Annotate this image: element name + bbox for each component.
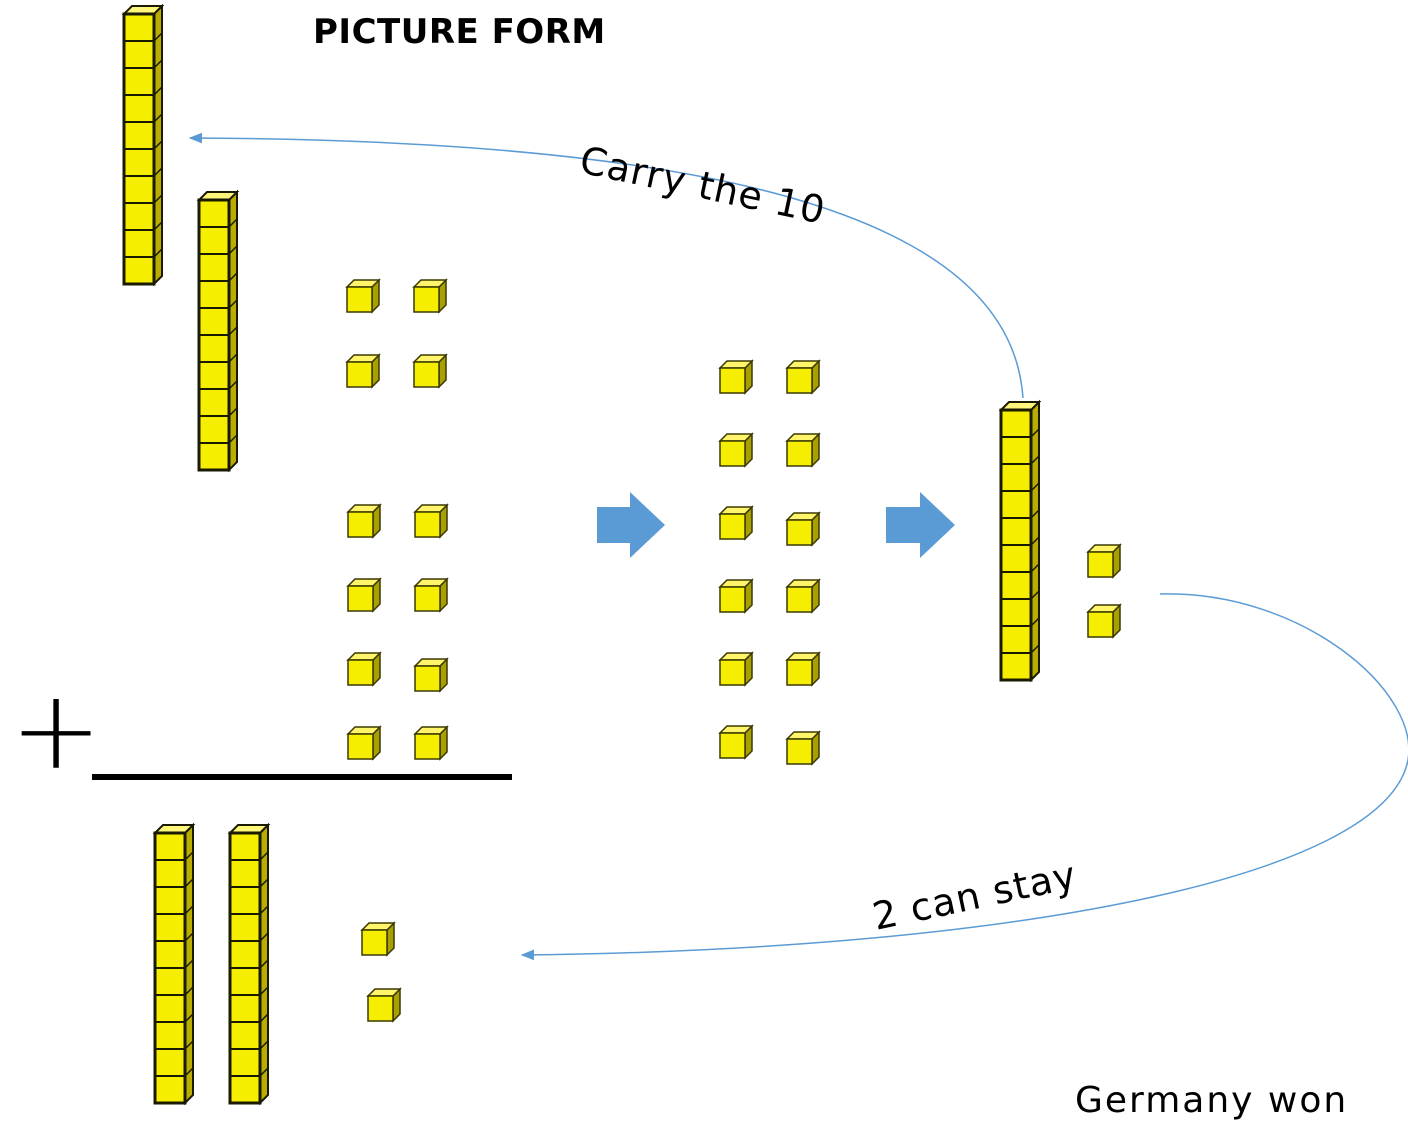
unit-cube-addend-bottom	[413, 725, 449, 761]
unit-cube-combined	[785, 359, 821, 395]
ten-rod-addend-top	[121, 3, 165, 287]
unit-cube-combined	[785, 432, 821, 468]
unit-cube-combined	[718, 724, 754, 760]
page-title: PICTURE FORM	[313, 12, 606, 52]
unit-cube-addend-bottom	[346, 503, 382, 539]
stay-arrow	[520, 593, 1408, 961]
unit-cube-answer	[360, 921, 396, 957]
ten-rod-addend-bottom	[196, 189, 240, 473]
right-arrow-icon	[886, 492, 955, 558]
unit-cube-combined	[785, 730, 821, 766]
unit-cube-addend-top	[345, 353, 381, 389]
unit-cube-combined	[718, 432, 754, 468]
unit-cube-addend-bottom	[413, 503, 449, 539]
carry-label: Carry the 10	[576, 138, 829, 233]
footer-text: Germany won	[1075, 1080, 1349, 1121]
unit-cube-combined	[718, 578, 754, 614]
unit-cube-addend-top	[412, 353, 448, 389]
unit-cube-combined	[785, 578, 821, 614]
unit-cube-addend-bottom	[413, 577, 449, 613]
unit-cube-regrouped	[1086, 543, 1122, 579]
unit-cube-combined	[718, 505, 754, 541]
unit-cube-combined	[718, 359, 754, 395]
unit-cube-combined	[785, 651, 821, 687]
unit-cube-combined	[718, 651, 754, 687]
ten-rod-answer	[227, 822, 271, 1106]
unit-cube-addend-bottom	[413, 657, 449, 693]
ten-rod-regrouped	[998, 399, 1042, 683]
unit-cube-addend-bottom	[346, 651, 382, 687]
carry-arrow	[188, 132, 1024, 399]
stay-label: 2 can stay	[869, 853, 1081, 939]
unit-cube-answer	[366, 987, 402, 1023]
unit-cube-regrouped	[1086, 603, 1122, 639]
unit-cube-combined	[785, 511, 821, 547]
ten-rod-answer	[152, 822, 196, 1106]
unit-cube-addend-bottom	[346, 577, 382, 613]
unit-cube-addend-top	[412, 278, 448, 314]
unit-cube-addend-top	[345, 278, 381, 314]
right-arrow-icon	[597, 492, 665, 558]
unit-cube-addend-bottom	[346, 725, 382, 761]
plus-sign: +	[10, 666, 102, 794]
